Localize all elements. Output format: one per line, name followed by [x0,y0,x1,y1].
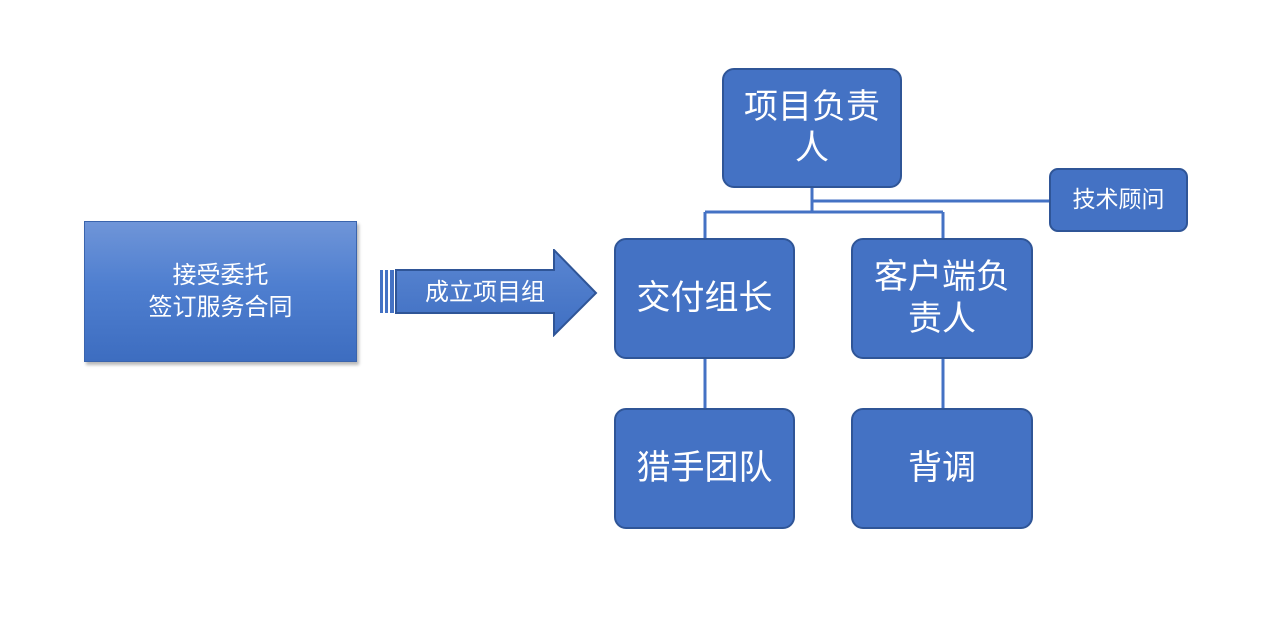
arrow-stripe-2 [385,270,388,313]
project-lead-line-1: 项目负责 [744,86,880,127]
headhunter-team-label: 猎手团队 [636,447,773,488]
process-arrow [380,249,598,337]
client-lead-line-2: 责人 [908,298,976,339]
client-lead-line-1: 客户端负 [874,257,1010,298]
headhunter-team-node: 猎手团队 [614,408,795,529]
start-box-line-1: 接受委托 [172,261,269,290]
arrow-label: 成立项目组 [425,278,545,306]
client-lead-node: 客户端负 责人 [851,238,1033,359]
tech-advisor-label: 技术顾问 [1072,186,1165,213]
delivery-lead-label: 交付组长 [636,277,773,318]
arrow-stripe-1 [380,270,383,313]
background-check-label: 背调 [908,447,976,488]
start-box: 接受委托 签订服务合同 [84,221,357,362]
project-lead-line-2: 人 [795,128,829,168]
delivery-lead-node: 交付组长 [614,238,795,359]
tech-advisor-node: 技术顾问 [1049,168,1188,232]
start-box-line-2: 签订服务合同 [148,292,293,321]
arrow-stripe-3 [390,270,394,313]
arrow-body [395,249,598,337]
project-lead-node: 项目负责 人 [722,68,902,188]
background-check-node: 背调 [851,408,1033,529]
